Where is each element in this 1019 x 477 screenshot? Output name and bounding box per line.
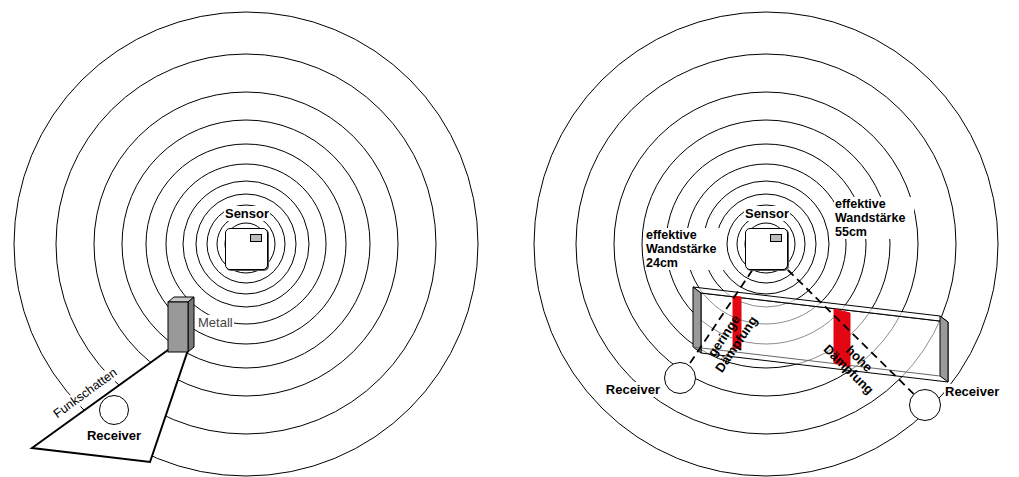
wave-ring	[94, 92, 398, 396]
receiver-circle	[909, 389, 941, 421]
node-label: Sensor	[744, 206, 790, 221]
wall-end	[693, 287, 701, 353]
wave-ring	[716, 194, 816, 294]
node-label: Metall	[197, 315, 234, 330]
wave-ring	[576, 54, 956, 434]
wall-thickness-note: effektive Wandstärke 24cm	[645, 228, 725, 270]
receiver-node: Receiver	[82, 395, 146, 445]
attenuation-label: hohe Dämpfung	[817, 328, 889, 400]
wave-ring	[217, 215, 275, 273]
node-label: Sensor	[224, 206, 270, 221]
receiver-node: Receiver	[598, 362, 698, 396]
radio-shadow-zone: FunkschattenReceiver	[30, 340, 200, 464]
receiver-circle	[99, 395, 129, 425]
metal-front	[168, 302, 188, 352]
wave-ring	[122, 120, 370, 368]
sensor-node: Sensor	[739, 206, 795, 270]
receiver-circle	[664, 362, 696, 394]
sensor-led	[770, 234, 782, 242]
node-label: Receiver	[86, 428, 142, 443]
wave-rings	[14, 12, 998, 476]
wave-ring	[14, 12, 478, 476]
metal-block	[166, 296, 196, 354]
wall-end	[940, 316, 948, 382]
wave-ring	[207, 205, 285, 283]
node-label: Receiver	[605, 382, 661, 397]
wave-ring	[196, 194, 296, 294]
wave-ring	[183, 181, 309, 307]
receiver-node: Receiver	[909, 384, 1017, 424]
wave-ring	[727, 205, 805, 283]
attenuation-label: geringe Dämpfung	[698, 302, 763, 379]
sensor-housing	[745, 228, 788, 270]
sensor-housing	[225, 228, 268, 270]
shadow-polygon	[32, 350, 188, 462]
node-label: Receiver	[944, 384, 1000, 399]
sensor-led	[250, 234, 262, 242]
metal-obstacle: Metall	[166, 296, 240, 354]
metal-side	[188, 297, 194, 352]
sensor-node: Sensor	[219, 206, 275, 270]
wall-thickness-note: effektive Wandstärke 55cm	[834, 197, 914, 239]
wave-ring	[737, 215, 795, 273]
wave-ring	[534, 12, 998, 476]
